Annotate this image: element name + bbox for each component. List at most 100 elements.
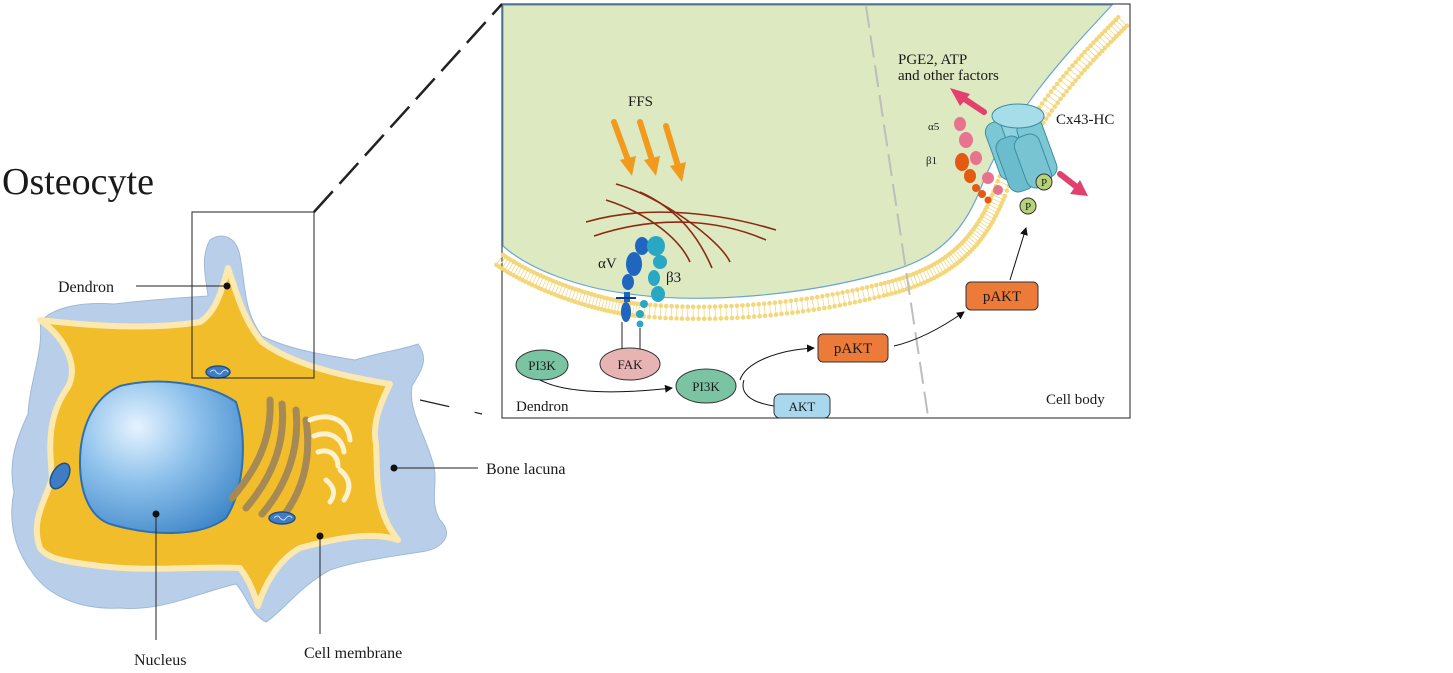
lipid-tail xyxy=(916,274,921,283)
lipid-tail xyxy=(1108,29,1116,36)
lipid-tail xyxy=(937,263,943,272)
lipid-tail xyxy=(888,283,892,292)
lipid-tail xyxy=(948,256,954,264)
lipid-tail xyxy=(806,300,809,309)
lipid-tail xyxy=(542,279,547,288)
lipid-head xyxy=(690,316,696,322)
p-label: P xyxy=(1041,177,1047,189)
lipid-head xyxy=(663,315,668,321)
lipid-tail xyxy=(1119,18,1126,25)
lipid-head xyxy=(1094,54,1099,60)
ffs-arrows xyxy=(611,119,681,169)
lipid-tail xyxy=(881,285,884,294)
lipid-tail xyxy=(523,271,528,279)
lipid-tail xyxy=(992,198,1001,203)
lipid-head xyxy=(1070,63,1075,68)
lipid-head xyxy=(1039,101,1045,106)
lipid-tail xyxy=(857,291,860,300)
akt-box xyxy=(773,393,831,419)
lipid-head xyxy=(1045,93,1051,98)
lipid-tail xyxy=(929,268,934,277)
ffs-arrowheads xyxy=(620,156,686,182)
lipid-tail xyxy=(581,294,586,303)
lipid-tail xyxy=(545,281,550,289)
lipid-tail xyxy=(526,272,531,281)
lipid-head xyxy=(735,315,740,321)
lipid-tail xyxy=(1082,56,1090,63)
lipid-tail xyxy=(1085,53,1093,60)
akt-label: AKT xyxy=(789,399,816,414)
lipid-head xyxy=(820,293,825,299)
lipid-tail xyxy=(632,305,635,314)
lipid-head xyxy=(1099,31,1105,36)
pi3k-label: PI3K xyxy=(528,358,556,373)
lipid-head xyxy=(876,294,882,300)
lipid-tail xyxy=(511,264,516,273)
lipid-head xyxy=(652,315,657,320)
lipid-head xyxy=(1085,64,1090,70)
integrin-beta3 xyxy=(636,236,667,328)
lipid-head xyxy=(889,291,894,296)
lipid-head xyxy=(827,304,832,310)
lipid-tail xyxy=(1055,88,1063,95)
lipid-tail xyxy=(648,306,651,315)
lipid-head xyxy=(679,316,685,321)
cell-body-label: Cell body xyxy=(1046,392,1105,408)
p-label: P xyxy=(1025,201,1031,213)
lipid-head xyxy=(768,312,773,318)
lipid-head xyxy=(1043,116,1049,121)
lipid-tail xyxy=(999,181,1008,186)
lipid-tail xyxy=(968,237,976,244)
lipid-head xyxy=(657,315,663,321)
lipid-tail xyxy=(790,302,793,311)
lipid-tail xyxy=(801,301,804,310)
lipid-tail xyxy=(958,248,965,256)
lipid-head xyxy=(862,297,868,303)
lipid-head xyxy=(740,303,745,308)
dendron-label: Dendron xyxy=(58,279,114,296)
lipid-head xyxy=(850,288,855,293)
lipid-tail xyxy=(1079,59,1087,66)
lipid-tail xyxy=(514,266,519,274)
lipid-tail xyxy=(827,297,830,306)
lipid-head xyxy=(835,291,840,296)
lipid-head xyxy=(897,289,902,294)
lipid-tail xyxy=(1100,37,1107,44)
lipid-head xyxy=(784,311,790,316)
lipid-head xyxy=(1064,89,1069,94)
lipid-tail xyxy=(1116,21,1124,28)
pi3k-label: PI3K xyxy=(692,379,720,394)
lipid-head xyxy=(840,290,845,295)
lipid-head xyxy=(878,281,884,287)
lipid-head xyxy=(1048,89,1054,94)
lipid-tail xyxy=(913,275,918,284)
lipid-tail xyxy=(1106,31,1113,39)
lipid-tail xyxy=(517,268,522,276)
lipid-tail xyxy=(1049,96,1057,102)
lipid-tail xyxy=(991,201,999,206)
lipid-tail xyxy=(903,279,907,288)
lipid-tail xyxy=(1094,43,1102,50)
pi3k-ellipse-center xyxy=(675,368,737,404)
lipid-tail xyxy=(747,306,749,316)
fak-label: FAK xyxy=(617,357,643,372)
akt-to-pakt-arrow xyxy=(742,379,775,407)
lipid-head xyxy=(1100,48,1105,54)
lipid-tail xyxy=(532,275,537,284)
lipid-tail xyxy=(1058,84,1066,91)
fak-ellipse xyxy=(599,347,661,381)
lipid-tail xyxy=(595,297,598,306)
lipid-head xyxy=(685,304,691,310)
lipid-tail xyxy=(978,224,986,231)
lipid-tail xyxy=(962,244,969,251)
osteocyte-title: Osteocyte xyxy=(2,161,154,203)
nucleus-dot xyxy=(152,510,160,518)
lipid-head xyxy=(885,292,890,297)
lipid-head xyxy=(1105,42,1111,48)
cell-membrane-dot xyxy=(316,532,324,540)
lipid-tail xyxy=(1070,70,1078,77)
lipid-head xyxy=(1067,66,1072,72)
lipid-tail xyxy=(591,296,595,305)
lipid-tail xyxy=(508,263,514,271)
lipid-head xyxy=(718,304,723,309)
